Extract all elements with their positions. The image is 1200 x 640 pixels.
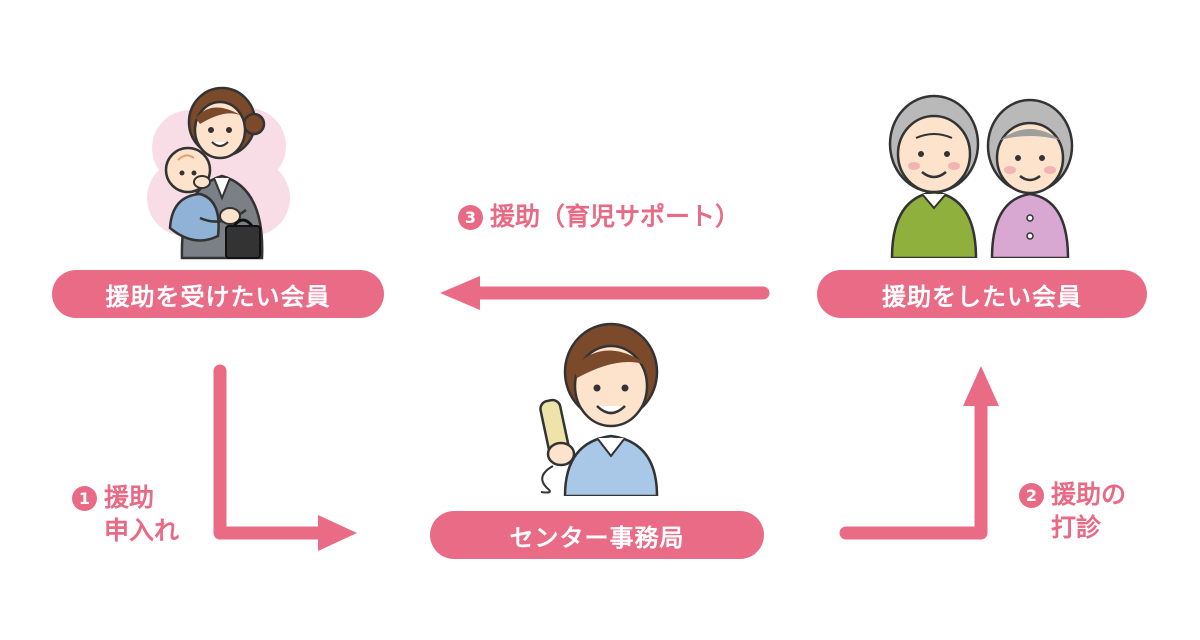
step-3-text: 援助（育児サポート） [490,202,741,231]
step-3-number: 3 [458,205,483,230]
step-2-text-line-1: 援助の [1051,480,1127,509]
center-office-node: センター事務局 [430,511,764,559]
arrow-step-1 [213,364,357,551]
arrow-step-2 [839,366,999,540]
step-1-text-line-1: 援助 [104,483,155,512]
staff-on-phone-icon [539,322,659,496]
step-1-number: 1 [72,486,97,511]
receiver-member-node: 援助を受けたい会員 [52,270,384,318]
step-2-label: 2 援助の 打診 [1019,478,1126,544]
elderly-couple-icon [888,94,1074,258]
step-3-label: 3 援助（育児サポート） [458,200,740,233]
arrow-step-3 [440,276,770,310]
step-2-text-line-2: 打診 [1051,513,1102,542]
receiver-member-label: 援助を受けたい会員 [105,282,331,311]
step-2-number: 2 [1019,483,1044,508]
step-1-label: 1 援助 申入れ [72,481,179,547]
mother-with-baby-icon [147,86,290,260]
provider-member-node: 援助をしたい会員 [817,270,1147,318]
step-1-text-line-2: 申入れ [104,516,180,545]
provider-member-label: 援助をしたい会員 [882,282,1082,311]
center-office-label: センター事務局 [509,523,685,552]
